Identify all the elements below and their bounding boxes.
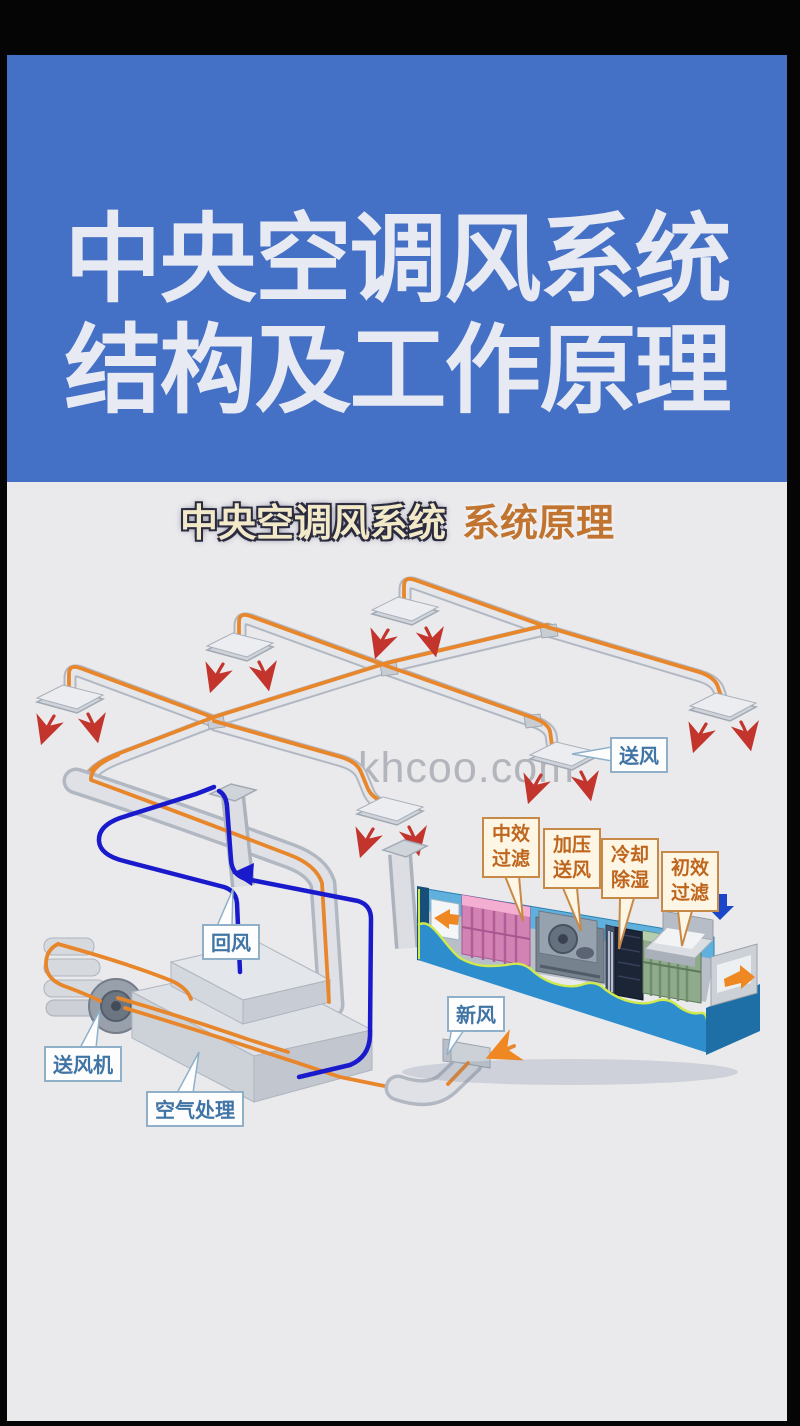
label-fresh-air: 新风 (447, 996, 505, 1032)
banner-title: 中央空调风系统 结构及工作原理 (7, 205, 787, 426)
diffuser (687, 692, 759, 754)
banner-title-line2: 结构及工作原理 (64, 315, 732, 425)
diffuser (34, 684, 106, 746)
label-supply-fan: 送风机 (44, 1046, 122, 1082)
diffuser (354, 796, 427, 859)
fresh-air-duct (384, 1029, 524, 1107)
label-pressurize-supply: 加压送风 (543, 828, 601, 890)
ceiling-diffusers (34, 596, 759, 859)
label-primary-filter: 初效过滤 (661, 851, 719, 913)
pressurize-fan-block (535, 910, 605, 984)
medium-filter-block (461, 894, 531, 967)
supply-outlet-arrow-icon (434, 909, 459, 929)
ahu-front-wall (418, 923, 708, 1053)
label-air-handling: 空气处理 (146, 1091, 244, 1127)
diagram-subtitle: 中央空调风系统系统原理 (7, 492, 787, 547)
hvac-diagram (34, 482, 760, 1107)
ahu-outlet-box (710, 943, 758, 1007)
ahu-cutaway-unit (402, 886, 760, 1085)
return-flow-arrow (232, 863, 254, 886)
ceiling-duct-network (69, 579, 723, 806)
fresh-air-flow-arrow (485, 1029, 524, 1061)
return-riser-columns (207, 783, 430, 948)
diffuser-supply (523, 741, 601, 805)
banner-title-line1: 中央空调风系统 (64, 205, 732, 314)
diffuser (204, 632, 277, 694)
subtitle-accent: 系统原理 (462, 503, 615, 545)
return-air-lines (96, 784, 374, 1080)
cooling-coil-block (605, 924, 644, 1001)
label-cooling-dehumid: 冷却除湿 (601, 838, 659, 900)
diagram-panel: 中央空调风系统系统原理 khcoo.com (7, 482, 787, 1421)
title-banner: 中央空调风系统 结构及工作原理 (7, 55, 787, 482)
label-return-air: 回风 (202, 924, 260, 960)
label-supply-air: 送风 (610, 737, 668, 773)
subtitle-main: 中央空调风系统 (179, 503, 446, 545)
label-medium-filter: 中效过滤 (482, 817, 540, 879)
unit-outlet-arrow-icon (724, 965, 755, 989)
diffuser (369, 596, 444, 660)
